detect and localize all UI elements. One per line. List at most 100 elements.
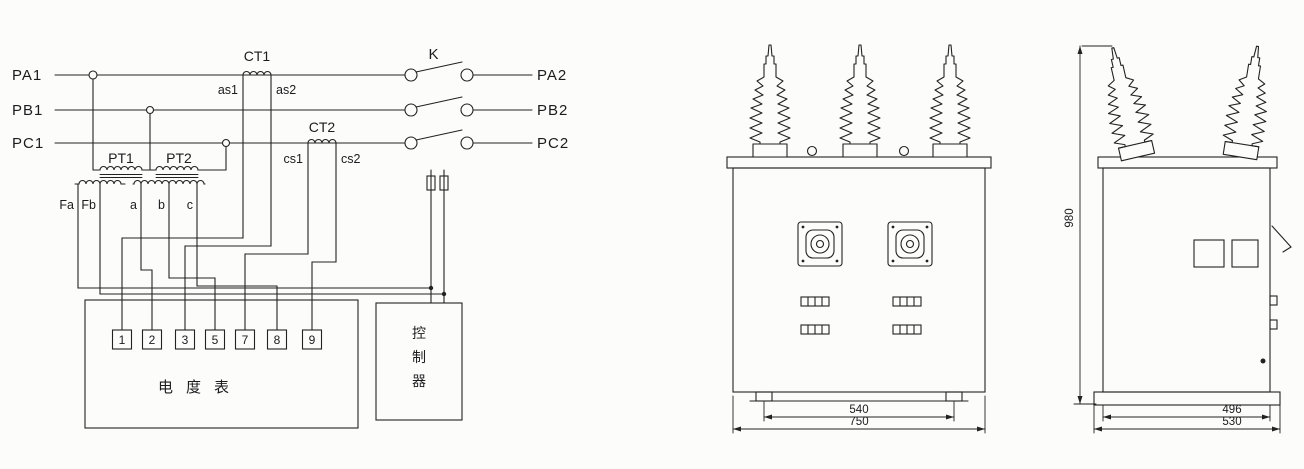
label-fa: Fa: [59, 198, 74, 212]
label-pc2: PC2: [537, 135, 569, 152]
ct2-symbol: CT2 cs1 cs2: [284, 119, 361, 166]
tap-node-pc1: [221, 138, 231, 148]
pt-symbols: PT1 PT2 Fa Fb a b c: [59, 70, 231, 212]
wire-cs2-to-terminal-9: [311, 142, 337, 331]
lifting-lug: [898, 145, 910, 157]
terminal-number: 9: [309, 333, 316, 347]
switch-k: K: [404, 46, 474, 150]
front-bushing-a: [749, 44, 791, 158]
terminal-number: 1: [119, 333, 126, 347]
label-pc1: PC1: [12, 135, 44, 152]
controller-label-char-2: 制: [412, 349, 426, 365]
side-tank-body: [1102, 167, 1271, 393]
pt-primary-winding: [92, 165, 227, 171]
label-c: c: [187, 198, 193, 212]
meter-terminal-7: [234, 329, 256, 350]
front-bushing-b: [839, 44, 881, 158]
label-a: a: [130, 198, 137, 212]
meter-outline: [84, 299, 359, 429]
side-base: [1093, 391, 1281, 406]
meter-terminal-strip: 1 2 3 5 7 8 9: [111, 329, 323, 350]
wire-fa-to-controller: [77, 183, 432, 289]
switch-pole-b: [404, 96, 474, 117]
side-wall-tab: [1269, 319, 1278, 330]
meter-terminal-1: [111, 329, 133, 350]
meter-terminal-5: [204, 329, 226, 350]
label-as2: as2: [276, 83, 296, 97]
switch-pole-a: [404, 61, 474, 82]
junction-dot: [441, 291, 447, 297]
front-tank-body: [732, 167, 986, 393]
front-terminal-strips: [800, 296, 922, 335]
switch-pole-c: [404, 129, 474, 150]
tap-node-pb1: [145, 105, 155, 115]
terminal-number: 7: [242, 333, 249, 347]
label-pt2: PT2: [166, 150, 192, 166]
dim-750-value: 750: [849, 416, 868, 428]
controller-label-char-1: 控: [412, 325, 426, 341]
dimension-540: 540: [763, 401, 955, 422]
front-window-right: [887, 221, 933, 267]
label-ct1: CT1: [244, 48, 271, 64]
label-k: K: [428, 46, 439, 63]
controller-box: 控 制 器: [375, 302, 463, 421]
side-bracket: [1271, 225, 1292, 253]
front-window-left: [797, 221, 843, 267]
terminal-number: 3: [182, 333, 189, 347]
wire-b-to-terminal-5: [168, 183, 216, 331]
controller-outline: [375, 302, 463, 421]
dimension-530: 530: [1093, 404, 1281, 434]
wire-as2-to-terminal-3: [184, 74, 272, 331]
fuse-right: [439, 175, 449, 191]
dim-540-value: 540: [849, 404, 868, 416]
side-details: [1193, 225, 1292, 364]
label-pt1: PT1: [108, 150, 134, 166]
terminal-number: 5: [212, 333, 219, 347]
side-wall-tab: [1269, 295, 1278, 306]
side-tank-lid: [1097, 156, 1278, 169]
meter-box: 1 2 3 5 7 8 9 电度表: [84, 299, 359, 429]
side-panel-left: [1193, 239, 1225, 268]
wire-c-to-terminal-8: [196, 183, 278, 331]
drain-plug: [1260, 358, 1266, 364]
label-cs2: cs2: [341, 152, 361, 166]
front-tank-lid: [726, 156, 992, 169]
wire-a-to-terminal-2: [140, 183, 153, 331]
label-cs1: cs1: [284, 152, 304, 166]
wire-fb-to-controller: [99, 183, 445, 295]
wire-as1-to-terminal-1: [121, 74, 244, 331]
side-panel-right: [1231, 239, 1259, 268]
label-fb: Fb: [81, 198, 96, 212]
front-base: [749, 391, 969, 402]
wire-cs1-to-terminal-7: [244, 142, 309, 331]
junction-dot: [428, 285, 434, 291]
fuse-left: [426, 175, 436, 191]
side-bushing-front: [1092, 42, 1159, 163]
side-view: 980 496 530: [1064, 42, 1292, 434]
meter-terminal-2: [141, 329, 163, 350]
label-pb2: PB2: [537, 102, 568, 119]
front-bushing-c: [929, 44, 971, 158]
label-ct2: CT2: [309, 119, 336, 135]
label-pa2: PA2: [537, 67, 567, 84]
dimension-750: 750: [732, 395, 986, 434]
dimension-496: 496: [1102, 404, 1271, 422]
meter-terminal-9: [301, 329, 323, 350]
dim-496-value: 496: [1222, 404, 1241, 416]
wiring-schematic: PA1 PB1 PC1 PA2 PB2 PC2 CT1 as1 as2 CT2 …: [12, 46, 569, 429]
label-b: b: [158, 198, 165, 212]
controller-label-char-3: 器: [412, 373, 426, 389]
secondary-wiring: [77, 74, 449, 331]
label-as1: as1: [218, 83, 238, 97]
label-pa1: PA1: [12, 67, 42, 84]
dim-530-value: 530: [1222, 416, 1241, 428]
lifting-lug: [806, 145, 818, 157]
meter-label: 电度表: [158, 379, 242, 396]
side-bushing-rear: [1219, 42, 1278, 161]
meter-terminal-8: [266, 329, 288, 350]
ct1-symbol: CT1 as1 as2: [218, 48, 296, 97]
tap-node-pa1: [88, 70, 98, 80]
meter-terminal-3: [174, 329, 196, 350]
